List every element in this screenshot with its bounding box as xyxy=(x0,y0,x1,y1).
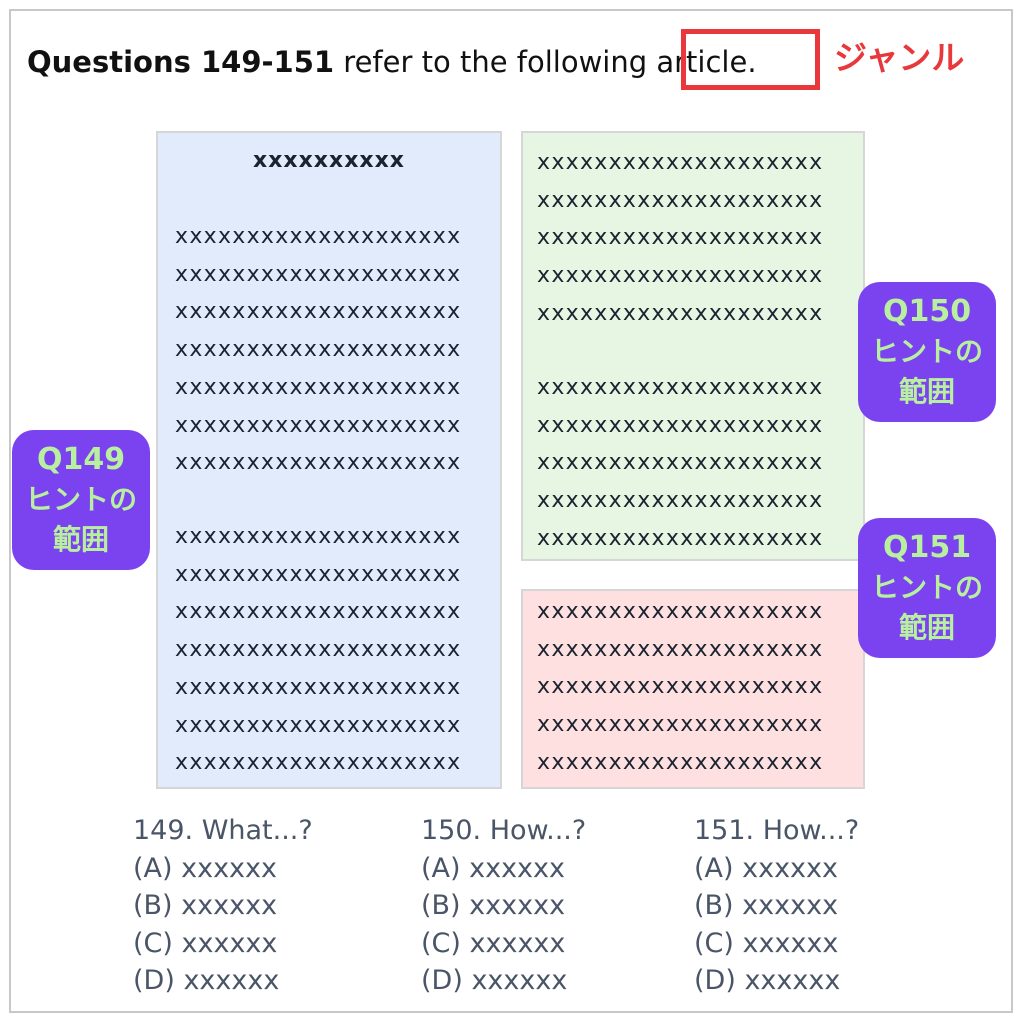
hint-badge-q150: Q150 ヒントの 範囲 xyxy=(858,282,996,422)
question-151: 151. How...? (A) xxxxxx (B) xxxxxx (C) x… xyxy=(694,812,859,1000)
passage-text-line: xxxxxxxxxxxxxxxxxxxx xyxy=(537,636,824,662)
passage-text-line: xxxxxxxxxxxxxxxxxxxx xyxy=(175,337,462,363)
passage-section-q149 xyxy=(156,131,502,789)
passage-text-line: xxxxxxxxxxxxxxxxxxxx xyxy=(175,712,462,738)
passage-section-q151 xyxy=(521,589,865,789)
genre-highlight-box xyxy=(681,29,820,90)
passage-text-line: xxxxxxxxxxxxxxxxxxxx xyxy=(537,450,824,476)
hint-badge-q149: Q149 ヒントの 範囲 xyxy=(12,430,150,570)
hint-label: ヒントの xyxy=(24,483,137,516)
passage-text-line: xxxxxxxxxxxxxxxxxxxx xyxy=(537,187,824,213)
answer-option-a[interactable]: (A) xxxxxx xyxy=(133,852,277,884)
passage-text-line: xxxxxxxxxxxxxxxxxxxx xyxy=(175,637,462,663)
passage-text-line: xxxxxxxxxxxxxxxxxxxx xyxy=(537,150,824,175)
answer-option-b[interactable]: (B) xxxxxx xyxy=(133,890,278,921)
passage-text-line: xxxxxxxxxxxxxxxxxxxx xyxy=(175,450,462,476)
passage-text-line: xxxxxxxxxxxxxxxxxxxx xyxy=(537,375,824,400)
passage-text-line: xxxxxxxxxxxxxxxxxxxx xyxy=(175,750,462,776)
answer-option-b[interactable]: (B) xxxxxx xyxy=(421,890,566,921)
answer-option-c[interactable]: (C) xxxxxx xyxy=(694,927,839,959)
hint-badge-q151: Q151 ヒントの 範囲 xyxy=(858,518,996,658)
hint-question-number: Q150 xyxy=(882,294,972,329)
hint-label: ヒントの xyxy=(870,335,983,368)
passage-instruction: Questions 149-151 refer to the following… xyxy=(27,42,757,82)
passage-text-line: xxxxxxxxxxxxxxxxxxxx xyxy=(175,599,462,625)
answer-option-d[interactable]: (D) xxxxxx xyxy=(133,965,280,996)
hint-label: 範囲 xyxy=(898,611,955,644)
passage-text-line: xxxxxxxxxxxxxxxxxxxx xyxy=(175,299,462,325)
answer-option-c[interactable]: (C) xxxxxx xyxy=(421,927,566,959)
answer-option-a[interactable]: (A) xxxxxx xyxy=(694,852,838,884)
hint-label: ヒントの xyxy=(870,571,983,604)
passage-text-line: xxxxxxxxxxxxxxxxxxxx xyxy=(537,712,824,738)
passage-text-line: xxxxxxxxxxxxxxxxxxxx xyxy=(537,488,824,514)
passage-text-line: xxxxxxxxxxxxxxxxxxxx xyxy=(537,412,824,438)
hint-label: 範囲 xyxy=(52,523,109,556)
passage-text-line: xxxxxxxxxxxxxxxxxxxx xyxy=(175,374,462,400)
answer-option-d[interactable]: (D) xxxxxx xyxy=(694,965,841,996)
instruction-text: refer to the following xyxy=(334,45,657,79)
passage-text-line: xxxxxxxxxxxxxxxxxxxx xyxy=(537,263,824,289)
passage-text-line: xxxxxxxxxxxxxxxxxxxx xyxy=(175,674,462,700)
answer-option-c[interactable]: (C) xxxxxx xyxy=(133,927,278,959)
answer-option-d[interactable]: (D) xxxxxx xyxy=(421,965,568,996)
question-stem: 149. What...? xyxy=(133,815,313,846)
question-stem: 150. How...? xyxy=(421,815,587,846)
hint-label: 範囲 xyxy=(898,375,955,408)
hint-question-number: Q149 xyxy=(36,442,126,477)
question-149: 149. What...? (A) xxxxxx (B) xxxxxx (C) … xyxy=(133,812,313,1000)
passage-text-line: xxxxxxxxxxxxxxxxxxxx xyxy=(537,225,824,251)
genre-word: article. xyxy=(656,45,757,79)
passage-title: xxxxxxxxxx xyxy=(253,148,405,173)
question-stem: 151. How...? xyxy=(694,815,860,846)
passage-text-line: xxxxxxxxxxxxxxxxxxxx xyxy=(175,412,462,438)
answer-option-b[interactable]: (B) xxxxxx xyxy=(694,890,839,921)
question-range: Questions 149-151 xyxy=(27,45,335,79)
passage-text-line: xxxxxxxxxxxxxxxxxxxx xyxy=(537,599,824,624)
hint-question-number: Q151 xyxy=(882,530,972,565)
passage-text-line: xxxxxxxxxxxxxxxxxxxx xyxy=(175,561,462,587)
passage-text-line: xxxxxxxxxxxxxxxxxxxx xyxy=(175,224,462,249)
passage-text-line: xxxxxxxxxxxxxxxxxxxx xyxy=(537,674,824,700)
answer-option-a[interactable]: (A) xxxxxx xyxy=(421,852,565,884)
passage-text-line: xxxxxxxxxxxxxxxxxxxx xyxy=(537,300,824,326)
passage-text-line: xxxxxxxxxxxxxxxxxxxx xyxy=(537,749,824,775)
genre-label: ジャンル xyxy=(834,38,965,77)
passage-text-line: xxxxxxxxxxxxxxxxxxxx xyxy=(537,525,824,551)
passage-text-line: xxxxxxxxxxxxxxxxxxxx xyxy=(175,524,462,549)
passage-text-line: xxxxxxxxxxxxxxxxxxxx xyxy=(175,261,462,287)
passage-section-q150 xyxy=(521,131,865,561)
question-150: 150. How...? (A) xxxxxx (B) xxxxxx (C) x… xyxy=(421,812,586,1000)
